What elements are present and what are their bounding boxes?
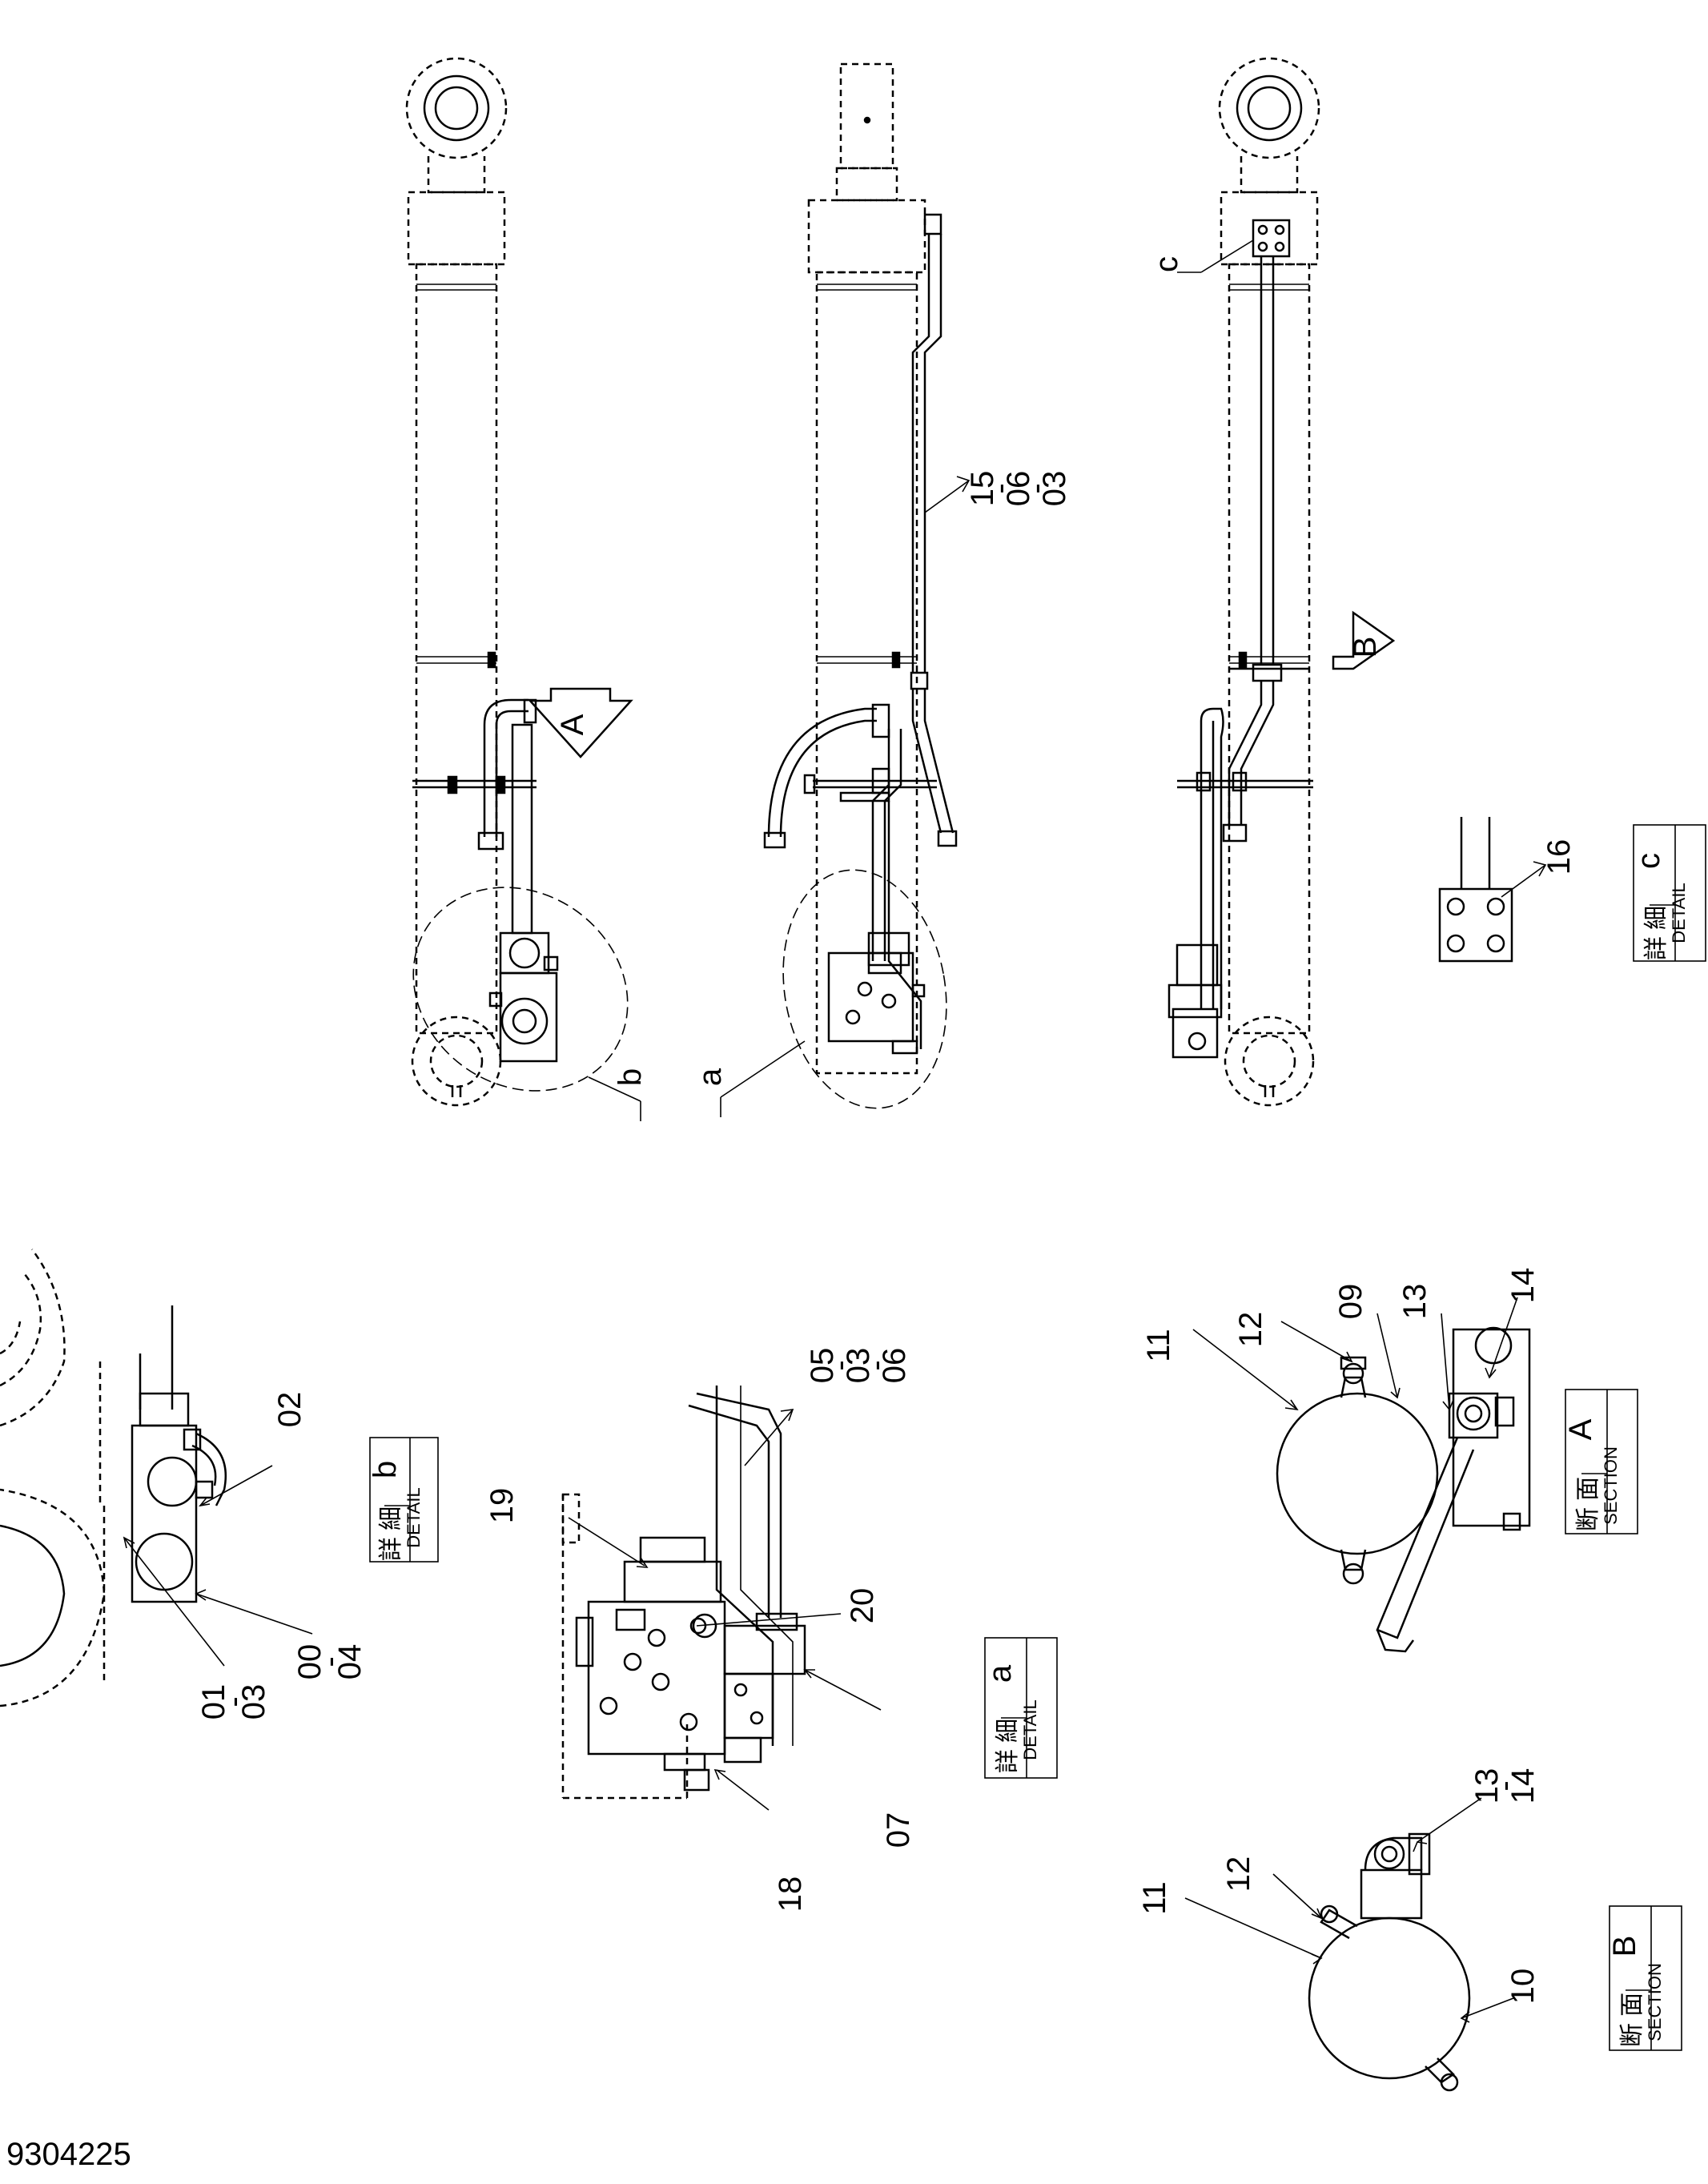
section-a-part-12: 12 bbox=[1233, 1312, 1268, 1348]
section-b-part-12: 12 bbox=[1221, 1856, 1256, 1892]
callout-a-label: a bbox=[693, 1068, 728, 1086]
section-a-drawing bbox=[1192, 1297, 1531, 1653]
svg-text:06: 06 bbox=[1001, 471, 1036, 507]
section-a-part-09: 09 bbox=[1333, 1284, 1368, 1320]
svg-text:05: 05 bbox=[805, 1348, 840, 1384]
part-15-callout: 15 - 06 - 03 bbox=[965, 471, 1072, 507]
svg-text:B: B bbox=[1607, 1936, 1642, 1957]
svg-text:A: A bbox=[1563, 1418, 1598, 1440]
svg-text:03: 03 bbox=[236, 1684, 271, 1720]
part-16-label: 16 bbox=[1541, 839, 1577, 875]
section-b-part-13-14: 13 - 14 bbox=[1469, 1768, 1541, 1804]
svg-text:13: 13 bbox=[1469, 1768, 1505, 1804]
svg-text:詳 細: 詳 細 bbox=[995, 1719, 1021, 1773]
svg-text:14: 14 bbox=[1505, 1768, 1541, 1804]
svg-text:04: 04 bbox=[332, 1644, 368, 1680]
arrow-a-label: A bbox=[555, 714, 590, 735]
svg-text:03: 03 bbox=[1037, 471, 1072, 507]
section-a-part-11: 11 bbox=[1141, 1329, 1176, 1362]
svg-text:-: - bbox=[858, 1360, 894, 1370]
detail-b-part-01-03: 01 - 03 bbox=[196, 1684, 271, 1720]
cylinder-view-right bbox=[1167, 57, 1396, 1107]
detail-a-part-20: 20 bbox=[845, 1588, 880, 1624]
section-b-part-10: 10 bbox=[1505, 1969, 1541, 2005]
svg-text:c: c bbox=[1631, 853, 1666, 869]
cylinder-view-middle bbox=[720, 62, 971, 1117]
detail-a-title: 詳 細 DETAIL a bbox=[983, 1637, 1058, 1779]
svg-text:-: - bbox=[983, 483, 1018, 493]
svg-text:DETAIL: DETAIL bbox=[404, 1487, 424, 1547]
section-a-part-13: 13 bbox=[1397, 1284, 1433, 1320]
detail-a-part-05-03-06: 05 - 03 - 06 bbox=[805, 1348, 912, 1384]
svg-text:-: - bbox=[312, 1656, 348, 1667]
detail-c-drawing bbox=[1438, 817, 1547, 963]
section-b-drawing bbox=[1184, 1797, 1514, 2092]
detail-b-part-02: 02 bbox=[272, 1392, 307, 1428]
svg-text:詳 細: 詳 細 bbox=[1643, 906, 1670, 960]
callout-b-label: b bbox=[613, 1068, 648, 1086]
svg-text:01: 01 bbox=[196, 1684, 231, 1720]
cylinder-view-left bbox=[405, 57, 641, 1121]
svg-text:-: - bbox=[1019, 483, 1054, 493]
svg-text:a: a bbox=[983, 1664, 1018, 1683]
detail-b-part-00-04: 00 - 04 bbox=[292, 1644, 368, 1680]
section-b-title: 断 面 SECTION B bbox=[1607, 1905, 1682, 2051]
arrow-b-label: B bbox=[1348, 637, 1383, 658]
svg-text:03: 03 bbox=[841, 1348, 876, 1384]
svg-text:06: 06 bbox=[877, 1348, 912, 1384]
svg-text:断 面: 断 面 bbox=[1619, 1993, 1646, 2047]
svg-text:-: - bbox=[822, 1360, 858, 1370]
detail-b-drawing bbox=[0, 1249, 313, 1707]
callout-c-label: c bbox=[1149, 256, 1184, 272]
detail-c-title: 詳 細 DETAIL c bbox=[1631, 824, 1706, 962]
svg-text:詳 細: 詳 細 bbox=[378, 1506, 404, 1561]
detail-a-part-19: 19 bbox=[484, 1488, 520, 1524]
svg-text:DETAIL: DETAIL bbox=[1020, 1699, 1040, 1760]
detail-b-title: 詳 細 DETAIL b bbox=[368, 1437, 439, 1563]
detail-a-part-07: 07 bbox=[881, 1812, 916, 1848]
section-a-title: 断 面 SECTION A bbox=[1563, 1389, 1638, 1534]
svg-text:-: - bbox=[1487, 1780, 1522, 1791]
svg-text:b: b bbox=[368, 1461, 403, 1478]
svg-text:-: - bbox=[216, 1696, 251, 1707]
detail-a-drawing bbox=[561, 1386, 882, 1811]
svg-text:SECTION: SECTION bbox=[1601, 1446, 1621, 1525]
svg-text:15: 15 bbox=[965, 471, 1000, 507]
svg-text:断 面: 断 面 bbox=[1575, 1477, 1602, 1531]
svg-text:00: 00 bbox=[292, 1644, 328, 1680]
document-number: 9304225 bbox=[6, 2137, 131, 2172]
section-b-part-11: 11 bbox=[1137, 1881, 1172, 1915]
svg-text:DETAIL: DETAIL bbox=[1669, 883, 1689, 943]
detail-a-part-18: 18 bbox=[773, 1876, 808, 1913]
section-a-part-14: 14 bbox=[1505, 1268, 1541, 1304]
svg-text:SECTION: SECTION bbox=[1645, 1963, 1665, 2041]
